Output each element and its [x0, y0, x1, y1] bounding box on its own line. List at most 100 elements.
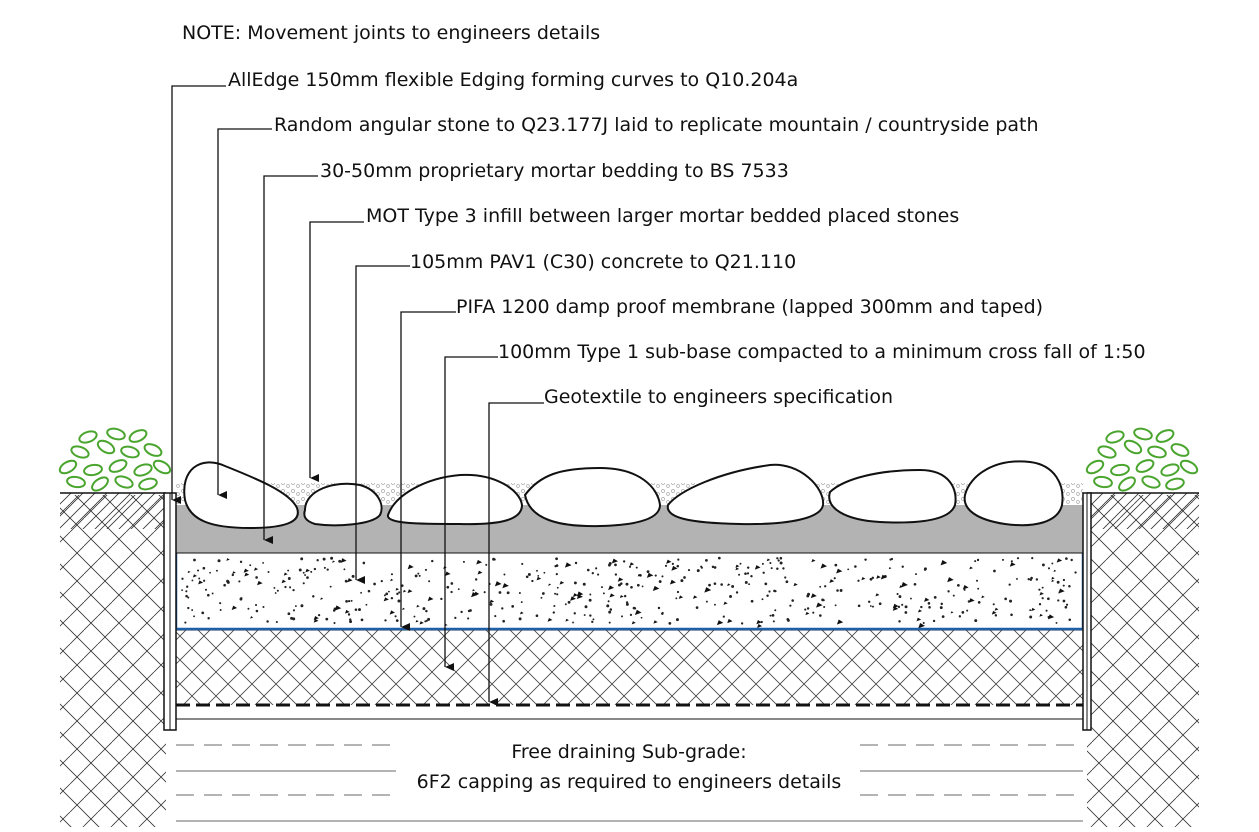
- aggregate-dot: [760, 620, 763, 624]
- aggregate-chip: [608, 585, 615, 591]
- aggregate-dot: [431, 559, 434, 563]
- aggregate-chip: [617, 577, 624, 582]
- aggregate-dot: [345, 600, 348, 603]
- aggregate-dot: [290, 616, 293, 620]
- aggregate-chip: [407, 589, 413, 594]
- aggregate-dot: [591, 620, 594, 623]
- aggregate-dot: [384, 619, 387, 622]
- leaf: [1141, 475, 1161, 489]
- aggregate-dot: [774, 609, 777, 612]
- aggregate-dot: [922, 621, 925, 625]
- aggregate-dot: [223, 583, 226, 587]
- aggregate-dot: [330, 556, 334, 560]
- aggregate-dot: [485, 563, 488, 566]
- aggregate-dot: [316, 559, 319, 562]
- aggregate-dot: [791, 599, 794, 602]
- aggregate-dot: [249, 564, 252, 567]
- aggregate-dot: [326, 568, 329, 571]
- aggregate-dot: [469, 609, 472, 612]
- aggregate-dot: [806, 607, 810, 610]
- aggregate-dot: [395, 619, 399, 622]
- aggregate-chip: [666, 559, 672, 564]
- aggregate-chip: [416, 604, 420, 608]
- aggregate-dot: [573, 581, 577, 585]
- leaf: [83, 463, 103, 477]
- aggregate-chip: [793, 582, 798, 587]
- aggregate-dot: [588, 598, 592, 602]
- aggregate-dot: [219, 609, 222, 611]
- aggregate-dot: [1064, 605, 1068, 609]
- aggregate-chip: [609, 593, 615, 598]
- aggregate-dot: [394, 615, 397, 618]
- aggregate-chip: [631, 621, 636, 625]
- aggregate-dot: [422, 607, 426, 611]
- aggregate-dot: [839, 589, 843, 592]
- aggregate-chip: [653, 620, 658, 624]
- aggregate-dot: [483, 591, 486, 594]
- aggregate-dot: [1045, 609, 1048, 612]
- aggregate-chip: [502, 583, 509, 589]
- aggregate-dot: [181, 577, 184, 580]
- aggregate-chip: [991, 610, 997, 615]
- aggregate-dot: [267, 571, 270, 573]
- aggregate-dot: [812, 611, 815, 614]
- aggregate-dot: [976, 558, 980, 562]
- leader-line: [488, 402, 544, 706]
- aggregate-dot: [772, 620, 775, 623]
- aggregate-dot: [700, 565, 703, 568]
- aggregate-chip: [861, 577, 866, 581]
- aggregate-chip: [340, 558, 347, 563]
- aggregate-dot: [1009, 599, 1013, 603]
- aggregate-dot: [764, 582, 768, 586]
- aggregate-dot: [360, 618, 364, 622]
- aggregate-chip: [198, 580, 204, 585]
- aggregate-dot: [739, 562, 742, 565]
- aggregate-dot: [677, 558, 680, 561]
- aggregate-dot: [608, 610, 612, 614]
- aggregate-dot: [454, 616, 457, 620]
- aggregate-dot: [351, 574, 355, 578]
- aggregate-dot: [193, 558, 196, 562]
- aggregate-dot: [385, 592, 389, 596]
- aggregate-dot: [193, 615, 196, 618]
- aggregate-chip: [347, 578, 353, 583]
- aggregate-dot: [641, 585, 644, 588]
- aggregate-dot: [750, 599, 754, 603]
- aggregate-dot: [952, 594, 955, 597]
- aggregate-chip: [917, 609, 923, 613]
- aggregate-chip: [994, 607, 999, 611]
- aggregate-dot: [275, 621, 278, 624]
- aggregate-chip: [968, 598, 975, 603]
- aggregate-chip: [805, 611, 810, 616]
- aggregate-dot: [609, 608, 613, 611]
- aggregate-dot: [555, 557, 558, 561]
- aggregate-chip: [427, 596, 434, 602]
- aggregate-dot: [413, 615, 416, 618]
- aggregate-dot: [779, 556, 783, 560]
- aggregate-dot: [556, 593, 559, 596]
- aggregate-chip: [231, 605, 238, 610]
- aggregate-dot: [602, 592, 605, 595]
- aggregate-dot: [941, 615, 945, 619]
- aggregate-dot: [1008, 583, 1011, 586]
- aggregate-dot: [621, 615, 624, 618]
- aggregate-dot: [1041, 597, 1044, 600]
- aggregate-dot: [1038, 588, 1041, 591]
- aggregate-dot: [608, 621, 611, 624]
- aggregate-chip: [402, 589, 407, 593]
- aggregate-dot: [543, 571, 546, 574]
- aggregate-dot: [729, 594, 732, 598]
- aggregate-dot: [607, 600, 610, 603]
- aggregate-dot: [390, 573, 394, 576]
- aggregate-dot: [713, 582, 717, 586]
- aggregate-chip: [646, 572, 654, 578]
- aggregate-dot: [226, 579, 230, 583]
- label-mot-infill: MOT Type 3 infill between larger mortar …: [366, 205, 959, 227]
- aggregate-dot: [617, 583, 621, 587]
- aggregate-chip: [471, 591, 478, 598]
- aggregate-chip: [476, 559, 483, 565]
- aggregate-dot: [209, 571, 211, 574]
- aggregate-dot: [1058, 591, 1061, 594]
- aggregate-chip: [888, 567, 892, 570]
